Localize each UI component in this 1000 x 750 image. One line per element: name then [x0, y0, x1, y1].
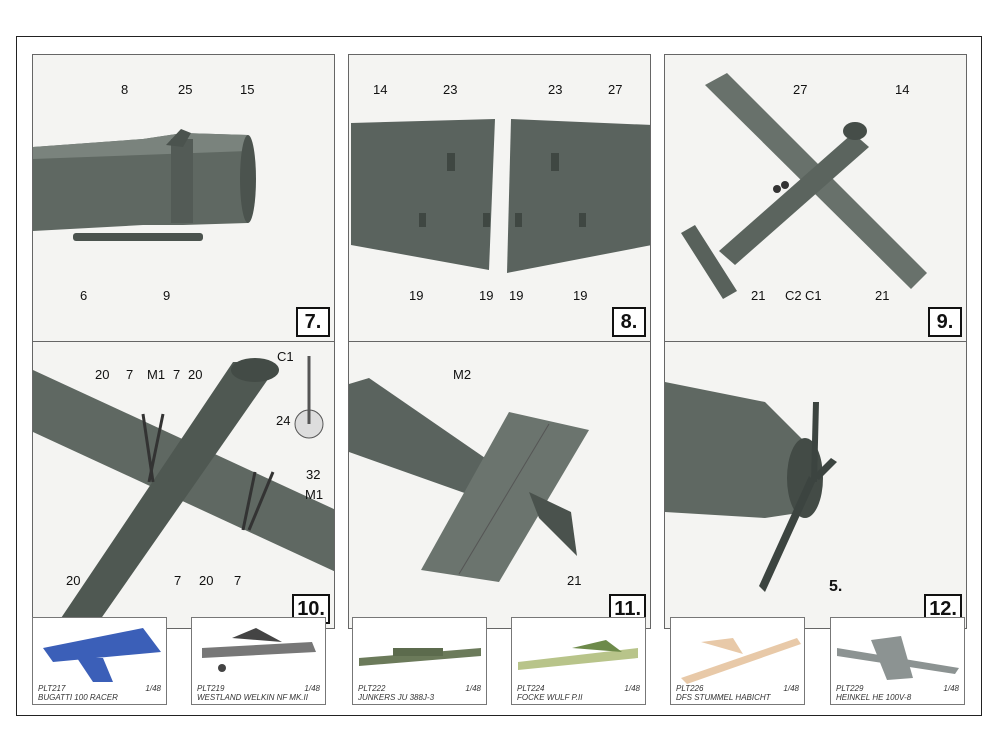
callout-7-c: 7 [174, 573, 182, 588]
catalog-item-plt224[interactable]: PLT224 1/48 FOCKE WULF P.II [511, 617, 646, 705]
callout-c2: C2 [785, 288, 802, 303]
step-9-illustration [681, 73, 927, 299]
catalog-item-plt226[interactable]: PLT226 1/48 DFS STUMMEL HABICHT [670, 617, 805, 705]
catalog-item-plt222[interactable]: PLT222 1/48 JUNKERS JU 388J-3 [352, 617, 487, 705]
catalog-scale: 1/48 [624, 684, 640, 693]
callout-25: 25 [178, 82, 193, 97]
catalog-name: FOCKE WULF P.II [517, 693, 583, 702]
catalog-scale: 1/48 [783, 684, 799, 693]
callout-21: 21 [567, 573, 582, 588]
callout-c1: C1 [277, 349, 294, 364]
step-12-panel: 5. 12. [664, 341, 967, 629]
catalog-code: PLT222 [358, 684, 386, 693]
callout-19-c: 19 [509, 288, 524, 303]
instruction-sheet-frame [16, 36, 982, 716]
aircraft-thumbnail [359, 648, 481, 666]
callout-m1-b: M1 [305, 487, 324, 502]
callout-19-b: 19 [479, 288, 494, 303]
callout-7-b: 7 [173, 367, 181, 382]
catalog-item-plt217[interactable]: PLT217 1/48 BUGATTI 100 RACER [32, 617, 167, 705]
callout-7-a: 7 [126, 367, 134, 382]
callout-19-a: 19 [409, 288, 424, 303]
step-10-illustration [33, 356, 334, 628]
catalog-item-plt229[interactable]: PLT229 1/48 HEINKEL HE 100V-8 [830, 617, 965, 705]
catalog-scale: 1/48 [465, 684, 481, 693]
step-7-illustration [33, 129, 256, 241]
aircraft-thumbnail [202, 628, 316, 672]
aircraft-thumbnail [518, 640, 638, 670]
step-8-illustration [351, 119, 650, 273]
callout-9: 9 [163, 288, 171, 303]
catalog-item-plt219[interactable]: PLT219 1/48 WESTLAND WELKIN NF MK.II [191, 617, 326, 705]
catalog-scale: 1/48 [145, 684, 161, 693]
callout-m1-a: M1 [147, 367, 166, 382]
callout-7-d: 7 [234, 573, 242, 588]
aircraft-thumbnail [681, 638, 801, 684]
callout-20-d: 20 [199, 573, 214, 588]
callout-14: 14 [373, 82, 388, 97]
callout-23-left: 23 [443, 82, 458, 97]
step-8-panel: 14 23 23 27 19 19 19 19 8. [348, 54, 651, 342]
callout-20-b: 20 [188, 367, 203, 382]
callout-27: 27 [608, 82, 623, 97]
catalog-name: DFS STUMMEL HABICHT [676, 693, 771, 702]
callout-5: 5. [829, 578, 843, 595]
step-number: 9. [928, 307, 962, 337]
step-number: 8. [612, 307, 646, 337]
callout-6: 6 [80, 288, 88, 303]
callout-15: 15 [240, 82, 255, 97]
callout-20-c: 20 [66, 573, 81, 588]
step-7-panel: 8 25 15 6 9 7. [32, 54, 335, 342]
catalog-name: HEINKEL HE 100V-8 [836, 693, 912, 702]
callout-32: 32 [306, 467, 321, 482]
aircraft-thumbnail [43, 628, 161, 682]
callout-24: 24 [276, 413, 291, 428]
catalog-name: WESTLAND WELKIN NF MK.II [197, 693, 308, 702]
callout-19-d: 19 [573, 288, 588, 303]
step-9-panel: 27 14 21 C2 C1 21 9. [664, 54, 967, 342]
callout-14: 14 [895, 82, 910, 97]
step-12-illustration [665, 382, 837, 592]
catalog-scale: 1/48 [943, 684, 959, 693]
catalog-code: PLT224 [517, 684, 545, 693]
catalog-code: PLT226 [676, 684, 704, 693]
step-11-panel: M2 21 11. [348, 341, 651, 629]
callout-27: 27 [793, 82, 808, 97]
callout-23-right: 23 [548, 82, 563, 97]
callout-8: 8 [121, 82, 129, 97]
catalog-code: PLT219 [197, 684, 225, 693]
aircraft-thumbnail [837, 636, 959, 680]
callout-21-right: 21 [875, 288, 890, 303]
catalog-code: PLT229 [836, 684, 864, 693]
callout-c1: C1 [805, 288, 822, 303]
catalog-name: BUGATTI 100 RACER [38, 693, 118, 702]
callout-m2: M2 [453, 367, 472, 382]
catalog-code: PLT217 [38, 684, 66, 693]
catalog-name: JUNKERS JU 388J-3 [358, 693, 435, 702]
callout-21-left: 21 [751, 288, 766, 303]
step-number: 7. [296, 307, 330, 337]
callout-20-a: 20 [95, 367, 110, 382]
step-10-panel: C1 20 7 M1 7 20 24 32 M1 20 7 20 7 10. [32, 341, 335, 629]
step-11-illustration [349, 378, 589, 582]
catalog-scale: 1/48 [304, 684, 320, 693]
